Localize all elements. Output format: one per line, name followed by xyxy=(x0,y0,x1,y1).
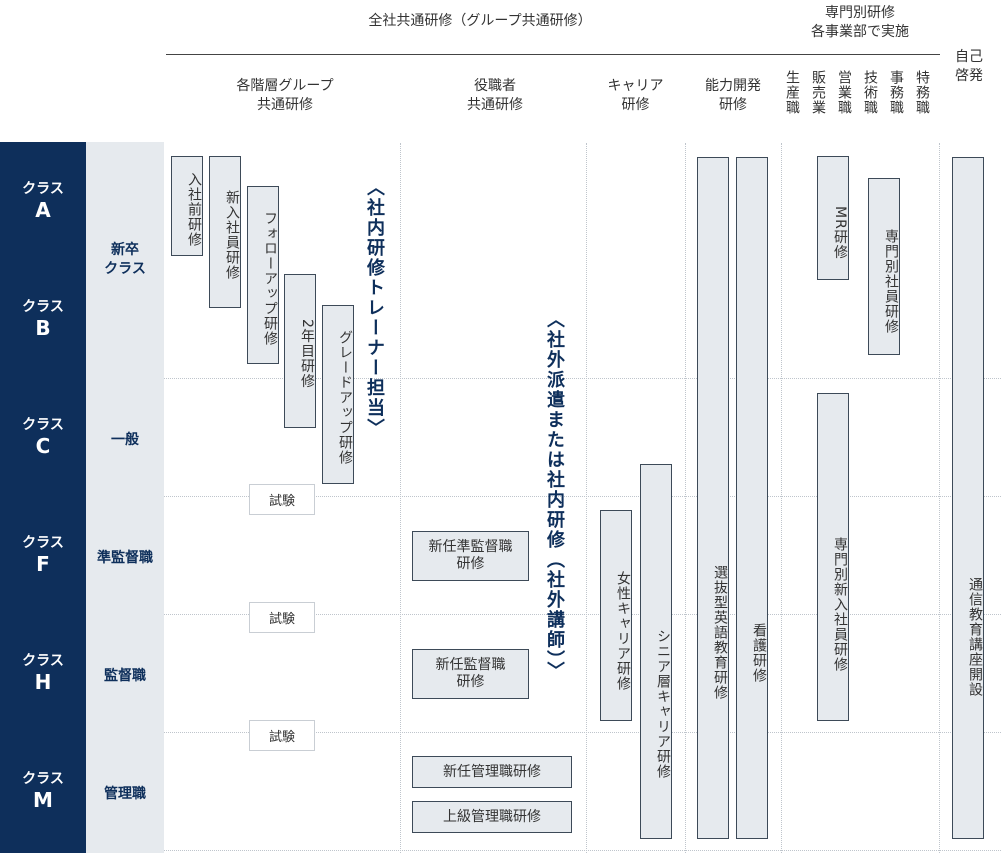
col-divider-3 xyxy=(685,143,686,853)
class-b-letter: B xyxy=(35,316,51,340)
class-a-prefix: クラス xyxy=(22,181,64,197)
row-divider-4 xyxy=(0,732,1001,733)
header-sub-production: 生産職 xyxy=(784,70,800,115)
class-b: クラス B xyxy=(0,298,86,340)
class-b-prefix: クラス xyxy=(22,299,64,315)
level-general: 一般 xyxy=(86,420,164,460)
class-f: クラス F xyxy=(0,534,86,576)
class-h-prefix: クラス xyxy=(22,653,64,669)
mr-training: MR研修 xyxy=(817,156,849,280)
header-self-development: 自己 啓発 xyxy=(955,49,983,84)
row-divider-1 xyxy=(0,378,1001,379)
row-divider-3 xyxy=(0,614,1001,615)
col-divider-1 xyxy=(400,143,401,853)
col-divider-4 xyxy=(781,143,782,853)
class-h-letter: H xyxy=(34,670,52,694)
header-tier-group: 各階層グループ 共通研修 xyxy=(236,78,334,113)
header-sub-clerical: 事務職 xyxy=(888,70,904,115)
header-ability: 能力開発 研修 xyxy=(705,78,761,113)
class-m-prefix: クラス xyxy=(22,771,64,787)
grade-up-training: グレードアップ研修 xyxy=(322,305,354,484)
class-c: クラス C xyxy=(0,416,86,458)
pre-entry-training: 入社前研修 xyxy=(171,156,203,256)
women-career-training: 女性キャリア研修 xyxy=(600,510,632,721)
header-specialized-line2: 各事業部で実施 xyxy=(811,24,909,40)
class-f-letter: F xyxy=(36,552,50,576)
new-sub-supervisor-training: 新任準監督職 研修 xyxy=(412,531,529,581)
class-f-prefix: クラス xyxy=(22,535,64,551)
class-c-prefix: クラス xyxy=(22,417,64,433)
class-a-letter: A xyxy=(35,198,51,222)
header-specialized-line1: 専門別研修 xyxy=(825,5,895,21)
follow-up-training: フォローアップ研修 xyxy=(247,186,279,364)
header-officer: 役職者 共通研修 xyxy=(467,78,523,113)
level-sub-supervisor: 準監督職 xyxy=(86,538,164,578)
col-divider-2 xyxy=(586,143,587,853)
header-divider xyxy=(166,54,940,55)
second-year-training: 2年目研修 xyxy=(284,274,316,428)
level-supervisor: 監督職 xyxy=(86,656,164,696)
in-house-trainer-label: 〈社内研修トレーナー担当〉 xyxy=(364,178,385,438)
class-h: クラス H xyxy=(0,652,86,694)
class-column-bg xyxy=(0,142,86,853)
header-sub-sales: 販売業 xyxy=(810,70,826,115)
specialist-new-employee-training: 専門別新入社員研修 xyxy=(817,393,849,721)
specialist-employee-training: 専門別社員研修 xyxy=(868,178,900,355)
nursing-training: 看護研修 xyxy=(736,157,768,839)
row-divider-bottom xyxy=(0,850,1001,851)
new-employee-training: 新入社員研修 xyxy=(209,156,241,308)
class-m-letter: M xyxy=(33,788,53,812)
external-or-internal-label: 〈社外派遣または社内研修（社外講師）〉 xyxy=(544,310,565,681)
senior-manager-training: 上級管理職研修 xyxy=(412,801,572,833)
class-c-letter: C xyxy=(35,434,51,458)
new-supervisor-training: 新任監督職 研修 xyxy=(412,649,529,699)
exam-box-2: 試験 xyxy=(249,602,315,633)
level-new-grad: 新卒 クラス xyxy=(86,222,164,298)
correspondence-course: 通信教育講座開設 xyxy=(952,157,984,839)
exam-box-1: 試験 xyxy=(249,484,315,515)
new-manager-training: 新任管理職研修 xyxy=(412,756,572,788)
header-sub-special: 特務職 xyxy=(914,70,930,115)
header-company-wide: 全社共通研修（グループ共通研修） xyxy=(368,13,592,29)
col-divider-5 xyxy=(939,143,940,853)
level-manager: 管理職 xyxy=(86,774,164,814)
english-education-training: 選抜型英語教育研修 xyxy=(697,157,729,839)
exam-box-3: 試験 xyxy=(249,720,315,751)
class-a: クラス A xyxy=(0,180,86,222)
senior-career-training: シニア層キャリア研修 xyxy=(640,464,672,839)
row-divider-2 xyxy=(0,496,1001,497)
class-m: クラス M xyxy=(0,770,86,812)
header-sub-technical: 技術職 xyxy=(862,70,878,115)
header-sub-business: 営業職 xyxy=(836,70,852,115)
header-career: キャリア 研修 xyxy=(607,78,664,113)
